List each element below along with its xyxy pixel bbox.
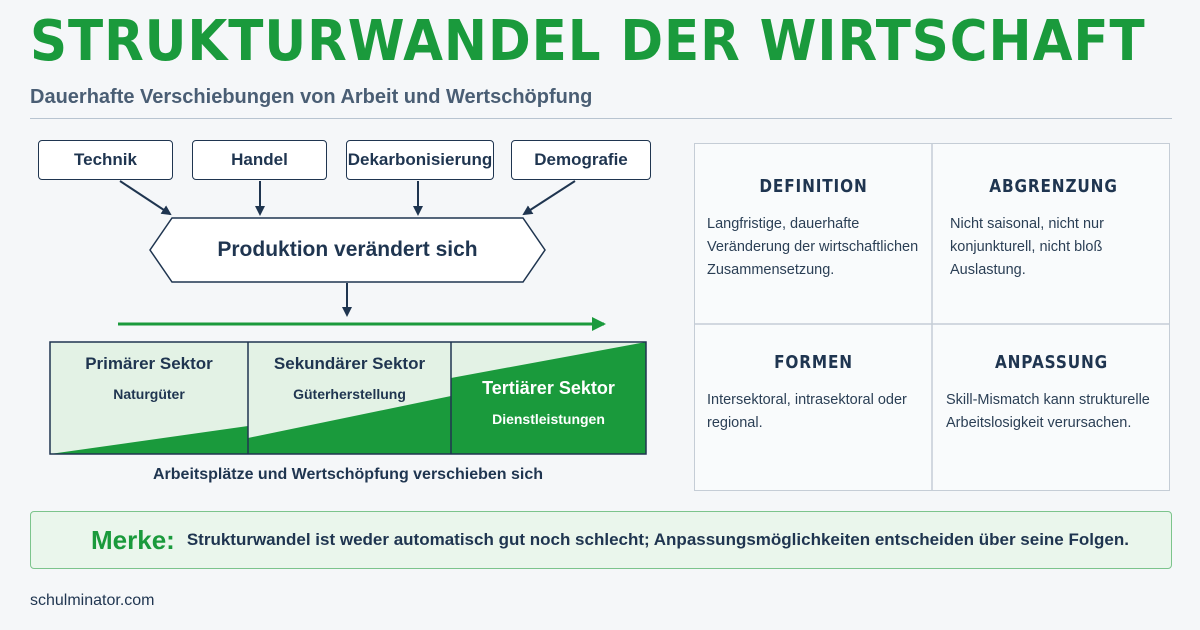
page-subtitle: Dauerhafte Verschiebungen von Arbeit und… (30, 86, 593, 108)
info-grid: DEFINITION Langfristige, dauerhafte Verä… (694, 143, 1170, 491)
panel-definition: DEFINITION Langfristige, dauerhafte Verä… (695, 144, 932, 317)
sector-primary: Primärer Sektor Naturgüter (50, 342, 248, 454)
sector-tertiary-name: Tertiärer Sektor (482, 378, 615, 398)
cause-box-demografie: Demografie (511, 140, 651, 180)
panel-definition-text: Langfristige, dauerhafte Veränderung der… (707, 216, 919, 278)
panel-anpassung-title: ANPASSUNG (994, 352, 1109, 373)
production-hexagon (149, 217, 546, 283)
panel-formen-title: FORMEN (774, 352, 853, 373)
arrow-technik (119, 180, 172, 216)
sector-secondary: Sekundärer Sektor Güterherstellung (248, 342, 451, 454)
sector-primary-name: Primärer Sektor (85, 354, 213, 373)
cause-box-dekarbonisierung: Dekarbonisierung (346, 140, 494, 180)
panel-anpassung: ANPASSUNG Skill-Mismatch kann strukturel… (932, 324, 1169, 497)
title-divider (30, 118, 1172, 119)
page-title: STRUKTURWANDEL DER WIRTSCHAFT (30, 9, 1146, 74)
merke-text: Strukturwandel ist weder automatisch gut… (186, 530, 1129, 549)
merke-label: Merke: (91, 524, 175, 555)
sector-caption: Arbeitsplätze und Wertschöpfung verschie… (153, 466, 543, 483)
cause-box-technik: Technik (38, 140, 173, 180)
panel-formen: FORMEN Intersektoral, intrasektoral oder… (695, 324, 932, 497)
production-label: Produktion verändert sich (217, 238, 478, 261)
sector-tertiary-wedge (451, 342, 646, 454)
panel-formen-text: Intersektoral, intrasektoral oder region… (707, 392, 907, 431)
sector-secondary-wedge (248, 396, 451, 454)
sector-tertiary-sub: Dienstleistungen (492, 411, 605, 427)
panel-anpassung-text: Skill-Mismatch kann strukturelle Arbeits… (946, 392, 1150, 431)
cause-box-handel: Handel (192, 140, 327, 180)
panel-abgrenzung-text: Nicht saisonal, nicht nur konjunkturell,… (950, 216, 1104, 278)
sector-secondary-sub: Güterherstellung (293, 386, 406, 402)
merke-box: Merke: Strukturwandel ist weder automati… (30, 511, 1172, 569)
sector-frame (49, 341, 647, 455)
sector-primary-sub: Naturgüter (113, 386, 185, 402)
sector-primary-wedge (50, 426, 248, 454)
grid-lines (695, 144, 1169, 490)
arrow-demografie (522, 180, 576, 216)
footer-site: schulminator.com (30, 592, 155, 609)
panel-abgrenzung-title: ABGRENZUNG (989, 176, 1118, 197)
sector-secondary-name: Sekundärer Sektor (273, 354, 426, 373)
panel-definition-title: DEFINITION (759, 176, 868, 197)
sector-tertiary: Tertiärer Sektor Dienstleistungen (451, 342, 646, 454)
panel-abgrenzung: ABGRENZUNG Nicht saisonal, nicht nur kon… (932, 144, 1169, 317)
